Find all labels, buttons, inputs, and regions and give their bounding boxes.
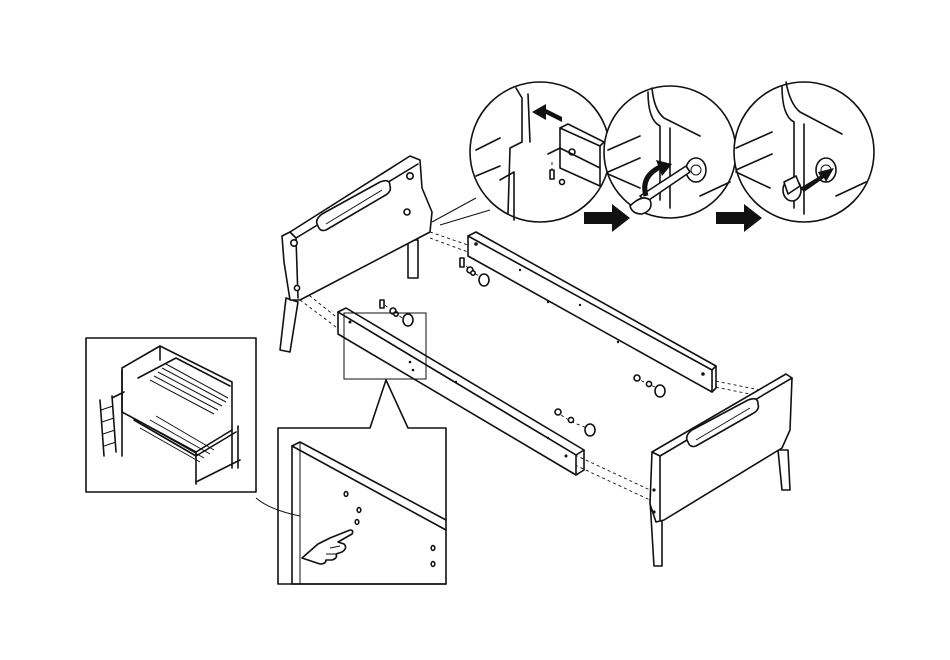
hardware-set-3 <box>555 409 595 436</box>
barrel-nut-icon <box>646 381 651 386</box>
cap-icon <box>479 274 489 286</box>
side-rail-back <box>468 232 716 392</box>
detail-step-1 <box>470 82 610 222</box>
bolt-icon <box>460 258 464 267</box>
cap-icon <box>585 424 595 436</box>
zoom-rail-holes-with-hand <box>278 380 446 584</box>
barrel-nut-icon <box>471 271 475 275</box>
hardware-set-4 <box>634 375 665 397</box>
barrel-nut-icon <box>394 312 398 316</box>
cap-icon <box>655 385 665 397</box>
overview-bunk-bed <box>86 338 256 492</box>
detail-step-3 <box>734 82 874 222</box>
headboard-near <box>650 374 792 566</box>
arrow-right-icon <box>584 204 630 232</box>
washer-icon <box>555 409 561 415</box>
detail-step-2 <box>604 86 736 218</box>
barrel-nut-icon <box>568 417 573 422</box>
arrow-right-icon <box>716 204 762 232</box>
cap-icon <box>403 314 413 326</box>
detail-leader-line <box>440 210 490 225</box>
washer-icon <box>634 375 640 381</box>
bolt-icon <box>380 300 384 308</box>
detail-leader-line <box>432 198 476 222</box>
